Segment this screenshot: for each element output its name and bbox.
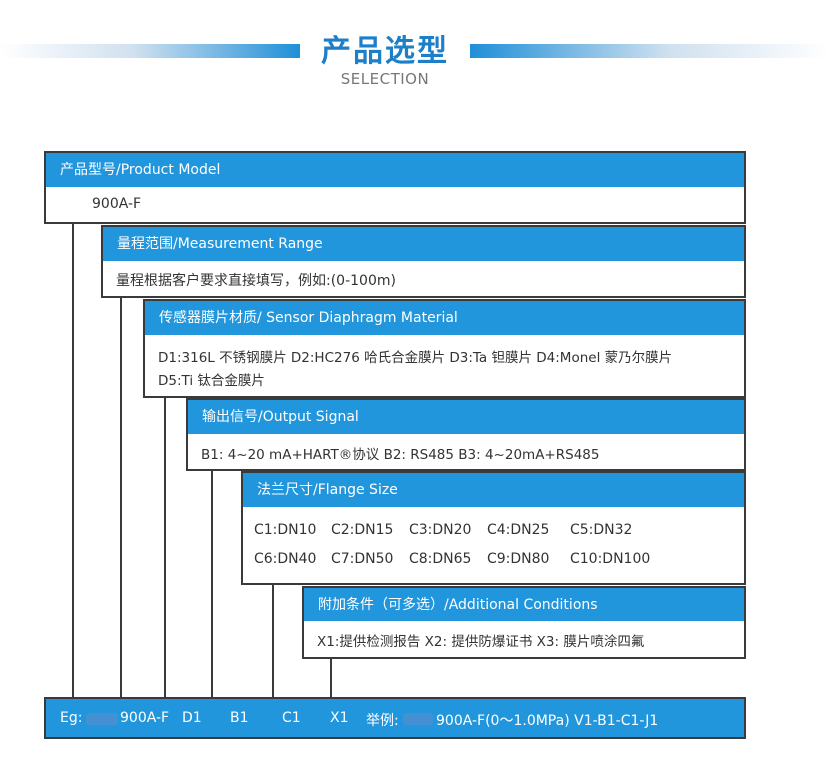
flange-cell: C8:DN65 — [409, 551, 472, 567]
header-line-right — [470, 44, 830, 58]
output-signal-header: 输出信号/Output Signal — [186, 398, 746, 434]
flange-cell: C7:DN50 — [331, 551, 394, 567]
diaphragm-line-2: D5:Ti 钛合金膜片 — [158, 373, 265, 389]
connector-line-range — [120, 296, 122, 698]
flange-cell: C1:DN10 — [254, 522, 317, 538]
flange-cell: C4:DN25 — [487, 522, 550, 538]
example-diaphragm-code: D1 — [182, 710, 202, 726]
diaphragm-line-1: D1:316L 不锈钢膜片 D2:HC276 哈氏合金膜片 D3:Ta 钽膜片 … — [158, 350, 673, 366]
diaphragm-box — [143, 335, 746, 398]
product-model-label: 产品型号/Product Model — [60, 162, 221, 178]
example-additional-code: X1 — [330, 710, 349, 726]
measurement-range-text: 量程根据客户要求直接填写，例如:(0-100m) — [116, 273, 396, 289]
flange-size-label: 法兰尺寸/Flange Size — [257, 482, 398, 498]
redacted-mark — [403, 713, 433, 725]
page-title: 产品选型 — [321, 34, 449, 69]
diaphragm-header: 传感器膜片材质/ Sensor Diaphragm Material — [143, 299, 746, 335]
connector-line-additional — [330, 657, 332, 698]
example-bar: Eg: 900A-F D1 B1 C1 X1 举例: 900A-F(0～1.0M… — [44, 697, 746, 739]
page-subtitle: SELECTION — [340, 70, 430, 88]
product-model-value: 900A-F — [92, 196, 142, 212]
flange-cell: C9:DN80 — [487, 551, 550, 567]
additional-conditions-label: 附加条件（可多选）/Additional Conditions — [318, 596, 598, 613]
measurement-range-box — [101, 261, 746, 298]
connector-line-flange — [272, 583, 274, 698]
connector-line-diaphragm — [164, 396, 166, 698]
product-model-box — [44, 187, 746, 224]
additional-conditions-box — [302, 621, 746, 659]
flange-cell: C6:DN40 — [254, 551, 317, 567]
flange-cell: C2:DN15 — [331, 522, 394, 538]
example-eg: Eg: — [60, 710, 83, 726]
header-line-left — [0, 44, 300, 58]
flange-size-box — [241, 507, 746, 585]
additional-conditions-header: 附加条件（可多选）/Additional Conditions — [302, 586, 746, 621]
measurement-range-label: 量程范围/Measurement Range — [117, 236, 323, 252]
measurement-range-header: 量程范围/Measurement Range — [101, 225, 746, 261]
flange-cell: C5:DN32 — [570, 522, 633, 538]
flange-size-header: 法兰尺寸/Flange Size — [241, 471, 746, 507]
flange-cell: C10:DN100 — [570, 551, 651, 567]
example-full: 900A-F(0～1.0MPa) V1-B1-C1-J1 — [436, 713, 659, 729]
output-signal-label: 输出信号/Output Signal — [202, 409, 359, 425]
diaphragm-label: 传感器膜片材质/ Sensor Diaphragm Material — [159, 310, 458, 326]
redacted-mark — [86, 713, 118, 725]
product-model-header: 产品型号/Product Model — [44, 151, 746, 187]
connector-line-output — [211, 469, 213, 698]
example-output-code: B1 — [230, 710, 249, 726]
output-signal-box — [186, 434, 746, 471]
flange-cell: C3:DN20 — [409, 522, 472, 538]
example-model: 900A-F — [120, 710, 170, 726]
connector-line-model — [72, 222, 74, 698]
example-flange-code: C1 — [282, 710, 301, 726]
example-label: 举例: — [366, 713, 399, 729]
output-signal-text: B1: 4~20 mA+HART®协议 B2: RS485 B3: 4~20mA… — [201, 447, 600, 463]
additional-conditions-text: X1:提供检测报告 X2: 提供防爆证书 X3: 膜片喷涂四氟 — [317, 634, 645, 650]
